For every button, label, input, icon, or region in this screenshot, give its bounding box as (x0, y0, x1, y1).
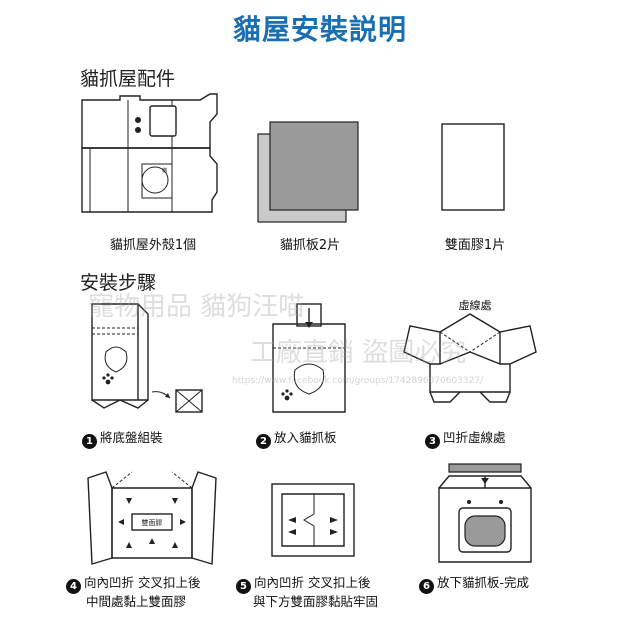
step2-diagram (272, 303, 346, 413)
step-6-number: 6 (419, 579, 434, 594)
step4-diagram: 雙面膠 (87, 471, 217, 565)
cat-house-shell-diagram: 貓 (81, 93, 218, 213)
double-sided-tape-diagram (441, 123, 505, 211)
svg-text:貓: 貓 (162, 167, 167, 174)
step-4-number: 4 (66, 579, 81, 594)
step-5-number: 5 (236, 579, 251, 594)
part-caption-tape: 雙面膠1片 (444, 238, 506, 253)
watermark-url: https://www.facebook.com/groups/17428960… (232, 376, 484, 386)
step3-diagram (403, 313, 537, 403)
step1-diagram (91, 303, 203, 413)
page-title: 貓屋安裝説明 (232, 13, 407, 46)
parts-heading: 貓抓屋配件 (80, 68, 176, 90)
step6-diagram (438, 463, 532, 563)
step-3-number: 3 (425, 434, 440, 449)
step5-diagram (271, 483, 355, 557)
step3-dashed-label: 虛線處 (458, 299, 492, 312)
steps-heading: 安裝步驟 (80, 272, 157, 294)
step4-tape-label: 雙面膠 (142, 518, 163, 527)
title-bar (205, 6, 445, 52)
step-2-number: 2 (256, 434, 271, 449)
part-caption-shell: 貓抓屋外殼1個 (109, 238, 197, 253)
watermark-line-1: 寵物用品 貓狗汪喵 (88, 292, 305, 322)
watermark-line-2: 工廠直銷 盜圖必究 (250, 338, 467, 368)
step-1-number: 1 (82, 434, 97, 449)
part-caption-boards: 貓抓板2片 (279, 238, 341, 253)
scratch-boards-diagram (257, 121, 359, 223)
